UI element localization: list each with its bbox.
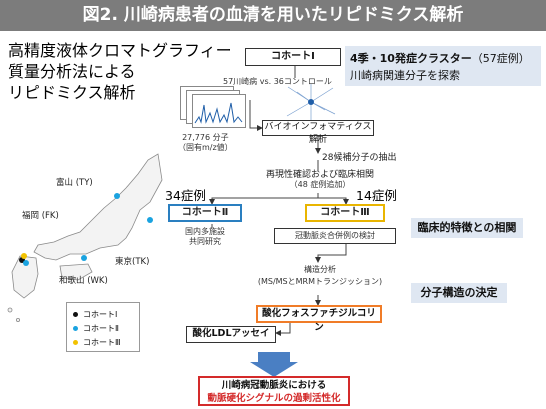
cohort3-label: コホートⅢ [320, 207, 370, 218]
legend-label-cohort2: コホートⅡ [83, 324, 119, 333]
arrow-to-cohort2 [209, 193, 319, 205]
cohort2-label: コホートⅡ [181, 207, 229, 218]
japan-map [0, 150, 165, 350]
structure-line2: (MS/MSとMRMトランジッション) [257, 277, 383, 286]
arrow-to-structure [315, 244, 347, 263]
chromatogram-stack [180, 86, 250, 132]
cohort2-desc: 国内多施設 共同研究 [185, 227, 225, 246]
side-note-bold: 4季・10発症クラスター [350, 52, 472, 65]
legend-item-cohort1: コホートⅠ [73, 309, 117, 320]
city-label-wakayama: 和歌山 (WK) [59, 276, 108, 286]
conclusion-line2: 動脈硬化シグナルの過剰活性化 [207, 393, 341, 404]
honshu-shape [33, 153, 163, 261]
cohort1-molecule-caption: 27,776 分子 （固有m/z値） [178, 133, 233, 152]
side-note-count: （57症例） [471, 52, 530, 65]
legend-item-cohort3: コホートⅢ [73, 337, 121, 348]
cohort1-box: コホートⅠ [245, 48, 341, 66]
structure-tag: 分子構造の決定 [411, 283, 507, 303]
shikoku-shape [59, 263, 93, 281]
cohort2-count: 34症例 [165, 188, 206, 203]
extract-text: 28候補分子の抽出 [322, 153, 397, 163]
map-legend: コホートⅠ コホートⅡ コホートⅢ [66, 302, 140, 352]
slide-subtitle: 高精度液体クロマトグラフィー 質量分析法による リピドミクス解析 [8, 41, 232, 102]
ox-pc-label: 酸化フォスファチジルコリン [262, 308, 376, 333]
site-dot-fukuoka-2 [23, 260, 29, 266]
site-dot-toyama [114, 193, 120, 199]
validation-line2: （48 症例追加） [289, 180, 351, 189]
side-note-line2: 川崎病関連分子を探索 [350, 69, 460, 82]
city-label-tokyo: 東京(TK) [115, 257, 150, 267]
conclusion-line1: 川崎病冠動脈炎における [221, 380, 327, 391]
site-dot-wakayama [81, 255, 87, 261]
arrow-to-oxldl [275, 322, 291, 336]
cohort3-desc: 冠動脈炎合併例の検討 [295, 231, 375, 240]
island-shape [15, 317, 20, 322]
kyushu-shape [11, 255, 39, 299]
legend-dot-icon [73, 312, 78, 317]
cohort3-count: 14症例 [356, 188, 397, 203]
side-note: 4季・10発症クラスター（57症例） 川崎病関連分子を探索 [345, 46, 541, 86]
legend-label-cohort3: コホートⅢ [83, 338, 121, 347]
ox-ldl-box: 酸化LDLアッセイ [186, 326, 276, 343]
slide-title: 図2. 川崎病患者の血清を用いたリピドミクス解析 [0, 0, 546, 31]
cohort3-box: コホートⅢ [305, 204, 385, 222]
cohort1-label: コホートⅠ [271, 51, 315, 62]
bioinformatics-box: バイオインフォマティクス解析 [262, 120, 374, 145]
clinical-correlation-tag: 臨床的特徴との相関 [411, 218, 523, 238]
legend-label-cohort1: コホートⅠ [83, 310, 118, 319]
ox-pc-box: 酸化フォスファチジルコリン [256, 305, 382, 333]
city-label-toyama: 富山 (TY) [56, 178, 93, 188]
site-dot-fukuoka-3 [21, 253, 27, 259]
site-dot-tokyo [147, 217, 153, 223]
city-label-fukuoka: 福岡 (FK) [22, 211, 59, 221]
legend-dot-icon [73, 340, 78, 345]
arrow-to-cohort3 [318, 197, 349, 205]
network-graphic [283, 82, 338, 124]
cohort3-desc-box: 冠動脈炎合併例の検討 [274, 228, 396, 244]
structure-line1: 構造分析 [304, 265, 336, 274]
legend-dot-icon [73, 326, 78, 331]
cohort2-box: コホートⅡ [168, 204, 242, 222]
arrow-to-bioinf [249, 100, 263, 131]
ox-ldl-label: 酸化LDLアッセイ [192, 328, 270, 339]
validation-line1: 再現性確認および臨床相関 [265, 170, 374, 180]
island-shape [7, 307, 13, 313]
big-down-arrow [250, 352, 298, 377]
conclusion-box: 川崎病冠動脈炎における 動脈硬化シグナルの過剰活性化 [198, 376, 350, 406]
cohort1-sample-caption: 57川崎病 vs. 36コントロール [223, 77, 332, 86]
legend-item-cohort2: コホートⅡ [73, 323, 119, 334]
bioinformatics-label: バイオインフォマティクス解析 [264, 122, 372, 145]
